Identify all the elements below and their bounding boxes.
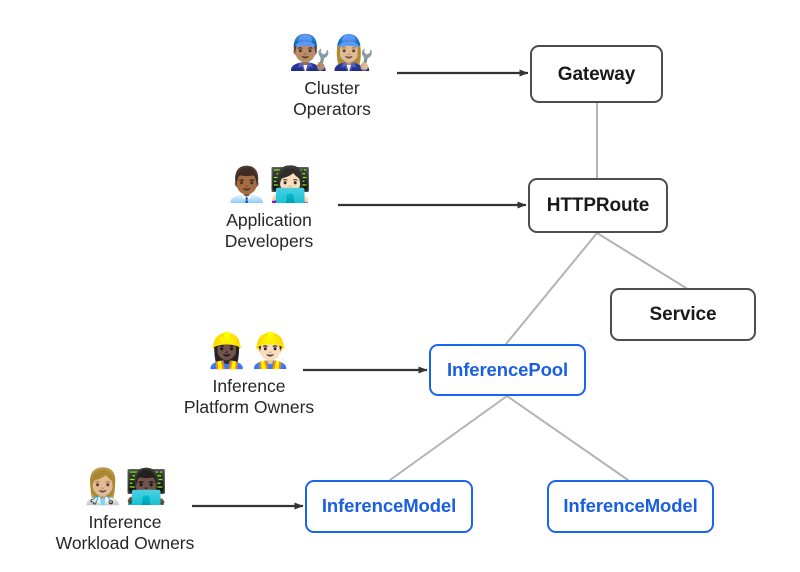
persona-label-line1: Inference [88,512,162,532]
persona-label-line2: Workload Owners [55,533,195,554]
node-inferencemodel1[interactable]: InferenceModel [305,480,473,533]
persona-label-line1: Cluster [304,78,360,98]
persona-label-line1: Inference [212,376,286,396]
man-office-worker-icon+woman-technologist-icon: 👨🏾‍💼👩🏻‍💻 [225,166,313,204]
node-gateway[interactable]: Gateway [530,45,663,103]
node-httproute[interactable]: HTTPRoute [528,178,668,233]
persona-label-line2: Platform Owners [183,397,315,418]
persona-ownership-arrows [192,69,529,510]
edge-inferencepool-model2 [506,395,629,481]
node-label: InferenceModel [321,495,457,517]
node-label: Gateway [557,63,636,85]
persona-label-line1: Application [226,210,312,230]
persona-label-line2: Developers [224,231,314,252]
edge-httproute-inferencepool [505,232,598,345]
man-mechanic-icon+woman-mechanic-icon: 👨🏽‍🔧👩🏼‍🔧 [288,34,376,72]
woman-construction-worker-icon+man-construction-worker-icon: 👷🏿‍♀️👷🏻‍♂️ [205,332,293,370]
persona-label-line2: Operators [293,99,371,120]
woman-health-worker-icon+man-technologist-icon: 👩🏼‍⚕️👨🏿‍💻 [81,468,169,506]
node-label: Service [649,304,717,325]
node-label: InferencePool [446,358,569,380]
node-label: HTTPRoute [546,195,650,216]
node-inferencepool[interactable]: InferencePool [429,344,586,396]
node-label: InferenceModel [563,495,698,517]
edge-httproute-service [596,232,687,289]
edge-inferencepool-model1 [389,395,508,481]
node-inferencemodel2[interactable]: InferenceModel [547,480,714,533]
node-service[interactable]: Service [610,288,756,341]
